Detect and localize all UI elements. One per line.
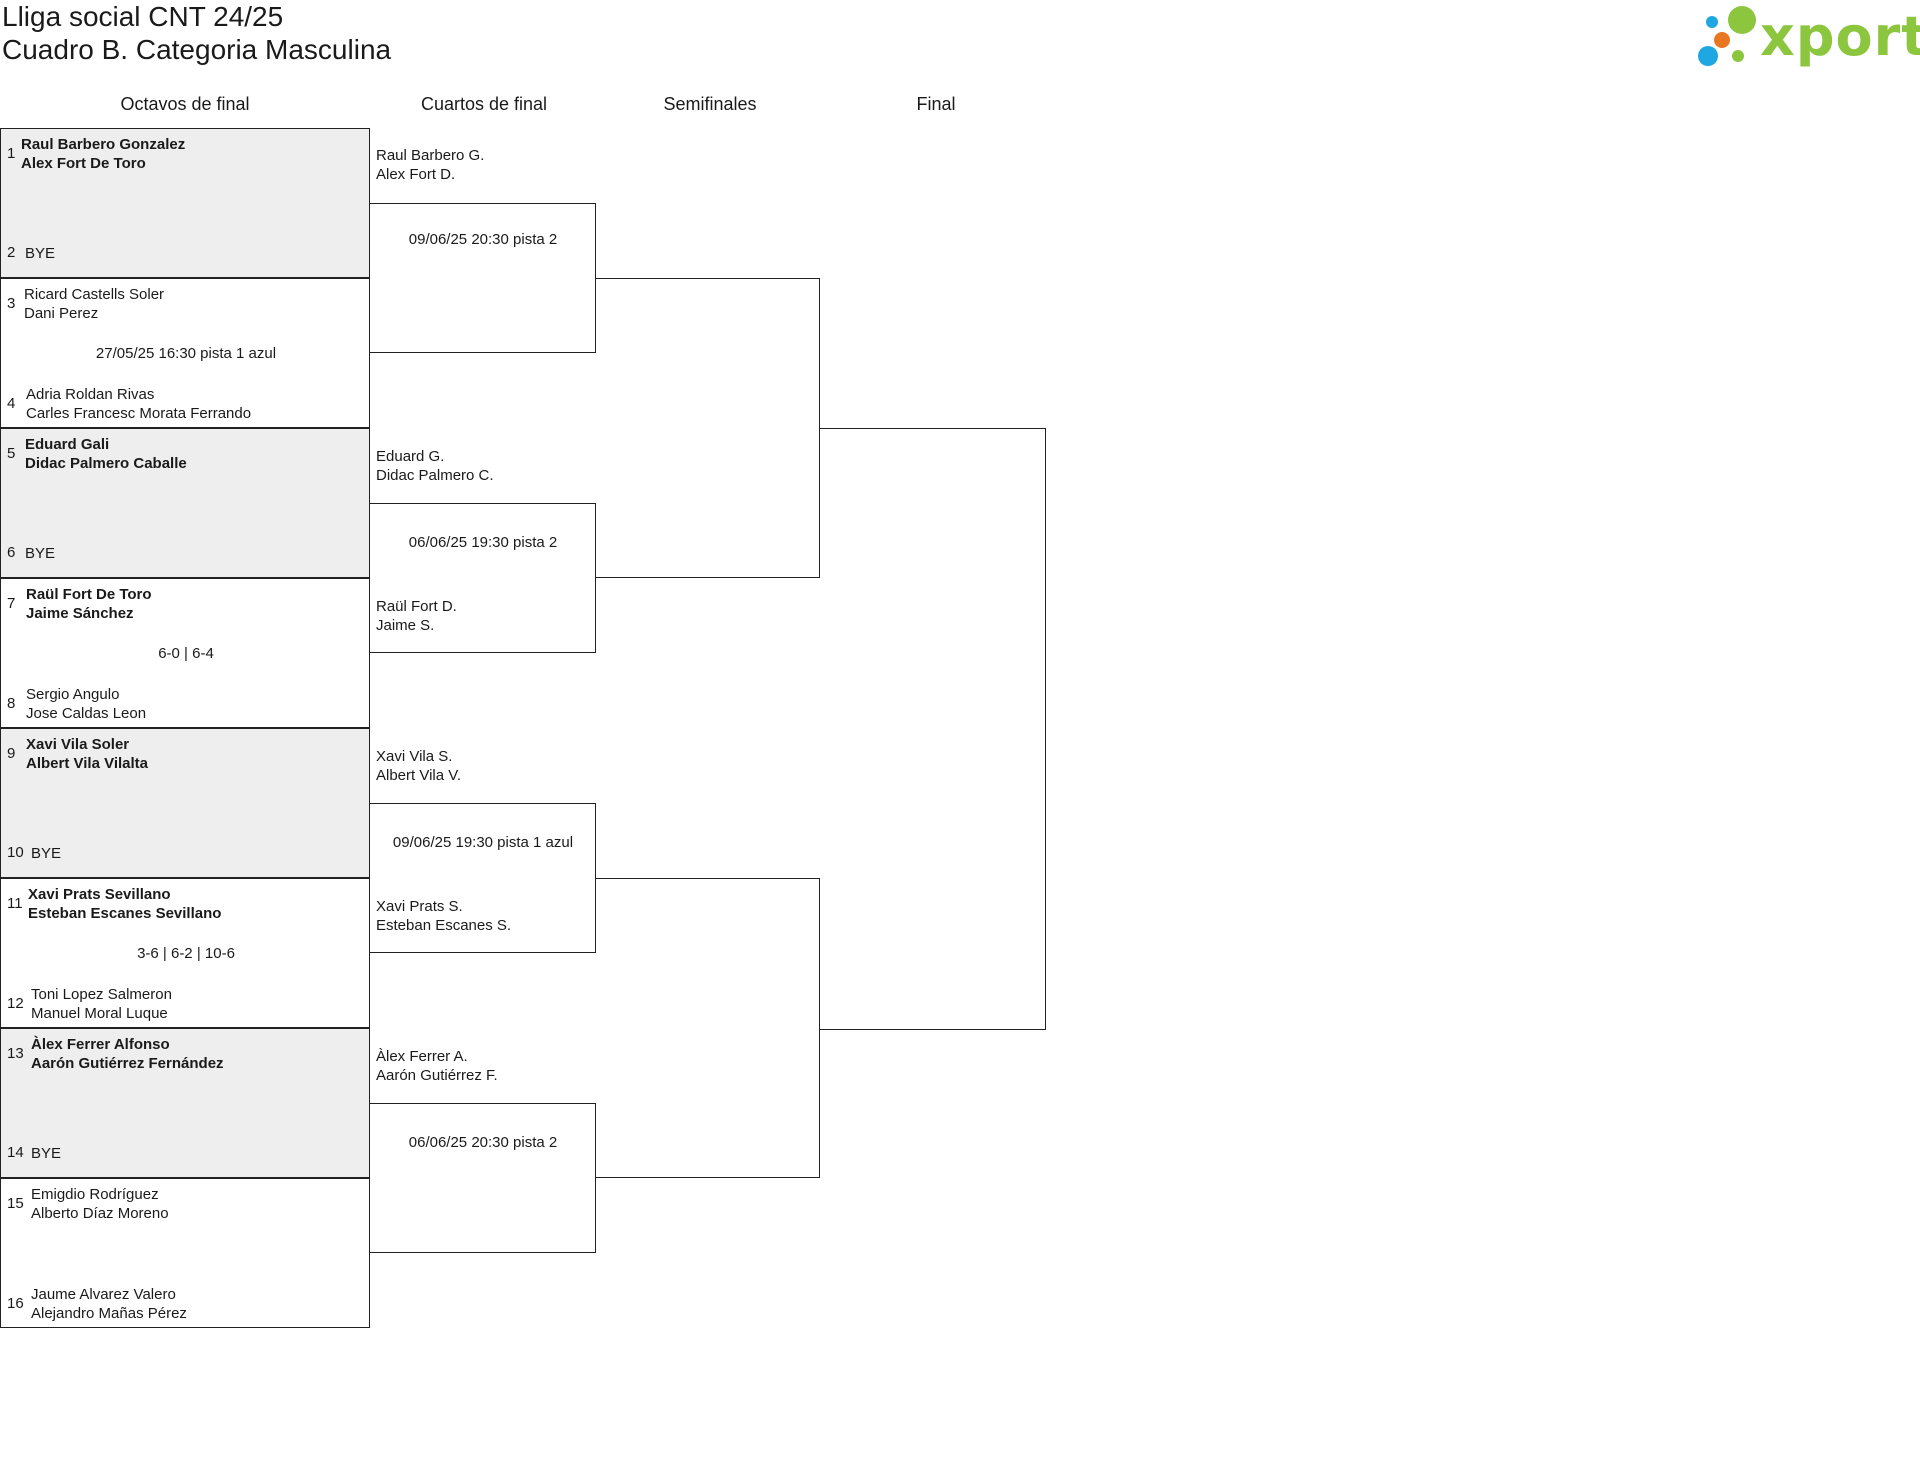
qf-player-name: Aarón Gutiérrez F. [376, 1067, 498, 1084]
player-name: Jaume Alvarez Valero [31, 1286, 176, 1303]
r16-match: 7 Raül Fort De Toro Jaime Sánchez 6-0 | … [0, 578, 370, 728]
qf-player-name: Eduard G. [376, 448, 445, 465]
round-header-final: Final [916, 94, 956, 114]
logo-text: xporty [1760, 5, 1920, 68]
player-name: Manuel Moral Luque [31, 1005, 168, 1022]
round-header-octavos: Octavos de final [120, 94, 250, 114]
qf-match: 09/06/25 20:30 pista 2 [370, 203, 596, 353]
match-score: 6-0 | 6-4 [158, 645, 214, 662]
seed-number: 3 [7, 295, 16, 312]
player-name: Toni Lopez Salmeron [31, 986, 172, 1003]
qf-player-name: Jaime S. [376, 617, 435, 634]
player-name: Albert Vila Vilalta [26, 755, 148, 772]
player-name: BYE [25, 245, 56, 262]
final-match [820, 428, 1046, 1030]
player-name: Alex Fort De Toro [21, 155, 146, 172]
match-schedule: 09/06/25 20:30 pista 2 [408, 231, 558, 248]
logo-dot-small-blue [1706, 16, 1718, 28]
seed-number: 14 [7, 1144, 24, 1161]
qf-player-name: Raul Barbero G. [376, 147, 485, 164]
round-header-semifinales: Semifinales [663, 94, 757, 114]
player-name: Adria Roldan Rivas [26, 386, 155, 403]
player-name: Aarón Gutiérrez Fernández [31, 1055, 224, 1072]
sf-match [596, 878, 820, 1178]
player-name: Raül Fort De Toro [26, 586, 152, 603]
page-subtitle: Cuadro B. Categoria Masculina [2, 34, 392, 65]
seed-number: 16 [7, 1295, 24, 1312]
r16-match: 15 Emigdio Rodríguez Alberto Díaz Moreno… [0, 1178, 370, 1328]
player-name: Xavi Prats Sevillano [28, 886, 171, 903]
player-name: BYE [31, 845, 62, 862]
player-name: Àlex Ferrer Alfonso [31, 1036, 170, 1053]
qf-player-name: Alex Fort D. [376, 166, 456, 183]
r16-match: 5 Eduard Gali Didac Palmero Caballe 6 BY… [0, 428, 370, 578]
page-title: Lliga social CNT 24/25 [2, 1, 284, 32]
player-name: BYE [31, 1145, 62, 1162]
xporty-logo: xporty [1690, 4, 1920, 70]
seed-number: 11 [7, 895, 23, 912]
r16-match: 9 Xavi Vila Soler Albert Vila Vilalta 10… [0, 728, 370, 878]
player-name: Jaime Sánchez [26, 605, 134, 622]
logo-dot-small-green [1732, 50, 1744, 62]
seed-number: 7 [7, 595, 16, 612]
player-name: Emigdio Rodríguez [31, 1186, 159, 1203]
r16-match: 11 Xavi Prats Sevillano Esteban Escanes … [0, 878, 370, 1028]
logo-dot-green [1728, 6, 1756, 34]
seed-number: 6 [7, 544, 16, 561]
player-name: Carles Francesc Morata Ferrando [26, 405, 252, 422]
qf-match: 06/06/25 19:30 pista 2 [370, 503, 596, 653]
player-name: Alberto Díaz Moreno [31, 1205, 169, 1222]
seed-number: 9 [7, 745, 16, 762]
player-name: Eduard Gali [25, 436, 110, 453]
seed-number: 1 [7, 145, 16, 162]
r16-match: 13 Àlex Ferrer Alfonso Aarón Gutiérrez F… [0, 1028, 370, 1178]
logo-dot-orange [1714, 32, 1730, 48]
qf-player-name: Didac Palmero C. [376, 467, 494, 484]
match-schedule: 27/05/25 16:30 pista 1 azul [95, 345, 277, 362]
qf-player-name: Raül Fort D. [376, 598, 457, 615]
seed-number: 8 [7, 695, 16, 712]
qf-player-name: Albert Vila V. [376, 767, 462, 784]
qf-player-name: Àlex Ferrer A. [376, 1048, 468, 1065]
player-name: Alejandro Mañas Pérez [31, 1305, 187, 1322]
player-name: Jose Caldas Leon [26, 705, 147, 722]
qf-match: 06/06/25 20:30 pista 2 [370, 1103, 596, 1253]
seed-number: 12 [7, 995, 24, 1012]
seed-number: 10 [7, 844, 24, 861]
player-name: Xavi Vila Soler [26, 736, 130, 753]
player-name: Esteban Escanes Sevillano [28, 905, 222, 922]
sf-match [596, 278, 820, 578]
seed-number: 13 [7, 1045, 24, 1062]
match-schedule: 09/06/25 19:30 pista 1 azul [392, 834, 574, 851]
seed-number: 4 [7, 395, 16, 412]
qf-player-name: Xavi Vila S. [376, 748, 453, 765]
player-name: Ricard Castells Soler [24, 286, 165, 303]
match-schedule: 06/06/25 19:30 pista 2 [408, 534, 558, 551]
player-name: Dani Perez [24, 305, 99, 322]
r16-match: 3 Ricard Castells Soler Dani Perez 27/05… [0, 278, 370, 428]
qf-player-name: Esteban Escanes S. [376, 917, 512, 934]
seed-number: 5 [7, 445, 16, 462]
match-score: 3-6 | 6-2 | 10-6 [137, 945, 235, 962]
logo-dot-blue [1698, 46, 1718, 66]
r16-match: 1 Raul Barbero Gonzalez Alex Fort De Tor… [0, 128, 370, 278]
player-name: Didac Palmero Caballe [25, 455, 187, 472]
match-schedule: 06/06/25 20:30 pista 2 [408, 1134, 558, 1151]
player-name: Raul Barbero Gonzalez [21, 136, 186, 153]
round-header-cuartos: Cuartos de final [420, 94, 548, 114]
seed-number: 2 [7, 244, 16, 261]
seed-number: 15 [7, 1195, 24, 1212]
qf-player-name: Xavi Prats S. [376, 898, 463, 915]
qf-match: 09/06/25 19:30 pista 1 azul [370, 803, 596, 953]
player-name: BYE [25, 545, 56, 562]
player-name: Sergio Angulo [26, 686, 120, 703]
